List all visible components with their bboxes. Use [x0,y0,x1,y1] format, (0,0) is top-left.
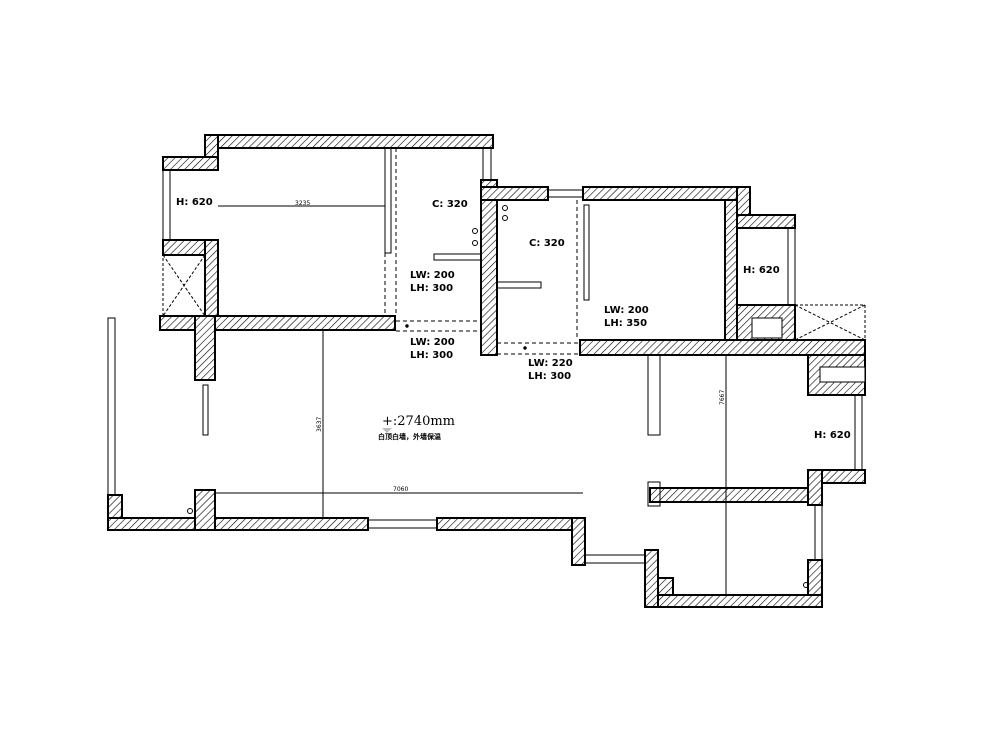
dimension-7667: 7667 [719,390,726,405]
light-2-width: LW: 200 [410,337,455,348]
window-height-left: H: 620 [176,197,213,208]
finish-note: 白顶白墙，外墙保温 [378,432,441,441]
dimension-7060: 7060 [393,486,408,493]
window-height-right: H: 620 [814,430,851,441]
interior-lines [384,147,661,507]
dimension-3637: 3637 [316,417,323,432]
window-height-right-top: H: 620 [743,265,780,276]
light-1-width: LW: 200 [410,270,455,281]
outlet-icons [187,205,809,588]
curtain-label-1: C: 320 [432,199,468,210]
shaft-boxes [162,254,866,341]
light-4-width: LW: 200 [604,305,649,316]
dimension-lines [215,205,727,595]
ceiling-height-label: +:2740mm [382,414,455,429]
walls [107,134,866,608]
light-4-height: LH: 350 [604,318,647,329]
level-marker-icon [382,428,392,433]
light-2-height: LH: 300 [410,350,453,361]
light-1-height: LH: 300 [410,283,453,294]
light-3-height: LH: 300 [528,371,571,382]
light-3-width: LW: 220 [528,358,573,369]
dimension-3235: 3235 [295,200,310,207]
curtain-label-2: C: 320 [529,238,565,249]
